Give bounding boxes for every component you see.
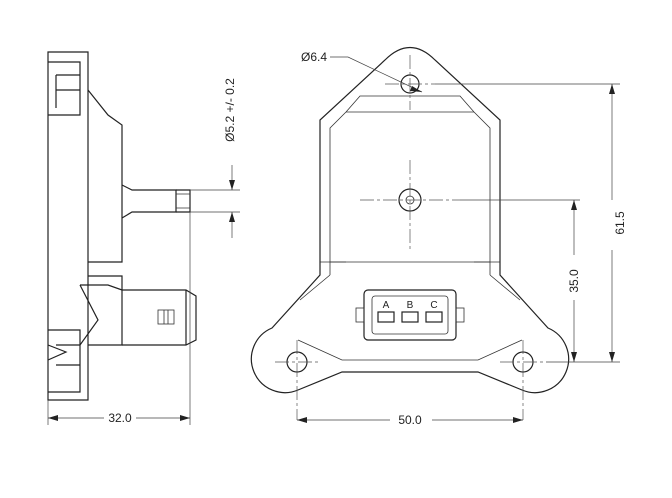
hole-diameter-label: Ø6.4 <box>301 50 327 64</box>
front-view: A B C <box>250 46 570 394</box>
base-width-label: 50.0 <box>398 413 422 427</box>
side-width-label: 32.0 <box>108 411 132 425</box>
tube-diameter-label: Ø5.2 +/- 0.2 <box>223 78 237 142</box>
side-view <box>47 51 197 401</box>
center-lines <box>275 55 546 420</box>
side-view-dimensions: 32.0 Ø5.2 +/- 0.2 <box>47 78 240 425</box>
pin-b-label: B <box>407 300 414 311</box>
flange-outline <box>250 46 570 394</box>
port-height-label: 35.0 <box>567 269 581 293</box>
connector-latch <box>157 309 175 325</box>
pin-a-label: A <box>383 300 390 311</box>
pin-c <box>425 311 443 323</box>
front-view-dimensions: Ø6.4 50.0 61.5 35.0 <box>297 50 627 427</box>
pin-c-label: C <box>430 300 437 311</box>
pin-b <box>401 311 419 323</box>
overall-height-label: 61.5 <box>613 211 627 235</box>
pin-a <box>377 311 395 323</box>
